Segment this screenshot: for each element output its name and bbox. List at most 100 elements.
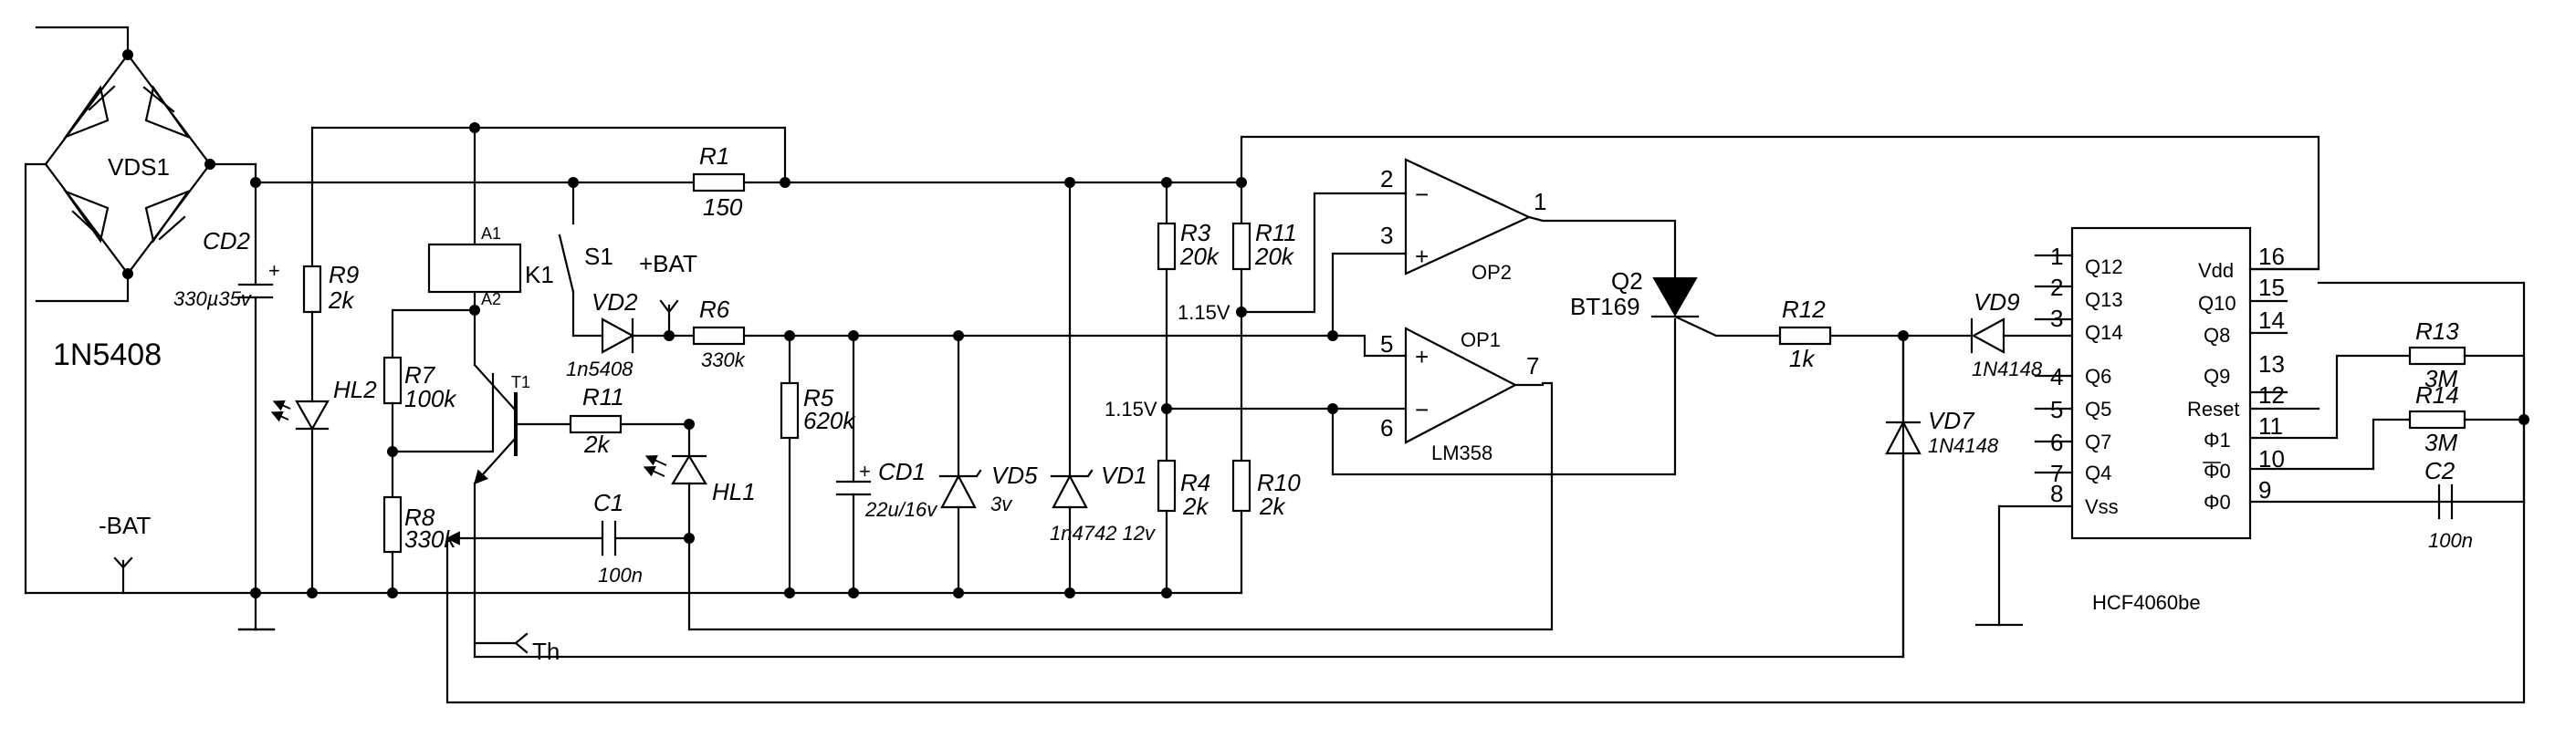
r4-value: 2k bbox=[1182, 493, 1209, 520]
r9-ref: R9 bbox=[329, 261, 359, 288]
vd7-ref: VD7 bbox=[1928, 407, 1975, 434]
ic-pin-name: Q12 bbox=[2085, 255, 2123, 278]
r12-value: 1k bbox=[1789, 345, 1816, 372]
op1-pin-out: 7 bbox=[1526, 352, 1539, 379]
resistor-r1 bbox=[692, 172, 791, 192]
ic-left-pins: 1 Q12 2 Q13 3 Q14 4 Q6 5 Q5 6 Q7 7 Q4 8 … bbox=[2050, 243, 2123, 518]
vd5-ref: VD5 bbox=[991, 462, 1038, 489]
r11-value: 20k bbox=[1254, 243, 1295, 270]
op2-minus: − bbox=[1415, 181, 1429, 208]
ic-right-pins: Vdd 16 Q10 15 Q8 14 Q9 13 Reset 12 Φ1 11… bbox=[2187, 243, 2285, 514]
resistor-r6 bbox=[692, 326, 1338, 346]
led-hl1 bbox=[643, 453, 707, 631]
r7-ref: R7 bbox=[404, 361, 436, 389]
cap-cd1 bbox=[835, 334, 872, 598]
diode-vd2 bbox=[571, 317, 696, 354]
r6-value: 330k bbox=[701, 348, 746, 371]
zener-vd1 bbox=[1050, 177, 1094, 598]
r13-ref: R13 bbox=[2415, 317, 2459, 345]
vref-top: 1.15V bbox=[1178, 301, 1230, 324]
ic-pin-name: Q14 bbox=[2085, 321, 2123, 344]
ic-pin-num: 8 bbox=[2050, 480, 2063, 507]
op1-plus: + bbox=[1415, 343, 1429, 370]
ic-pin-name: Q7 bbox=[2085, 431, 2111, 453]
ic-pin-num: 4 bbox=[2050, 363, 2063, 390]
ic-pin-name: Φ0 bbox=[2204, 460, 2231, 483]
diode-vd9 bbox=[1970, 317, 2074, 354]
r10-ref: R10 bbox=[1257, 469, 1301, 496]
r10-value: 2k bbox=[1259, 493, 1286, 520]
ic-pin-num: 9 bbox=[2258, 476, 2271, 504]
r11b-value: 2k bbox=[583, 431, 611, 458]
op2-plus: + bbox=[1415, 243, 1429, 270]
hl1-ref: HL1 bbox=[712, 478, 756, 505]
ic-part: HCF4060be bbox=[2092, 591, 2201, 614]
r14-ref: R14 bbox=[2415, 381, 2459, 409]
vref-bot: 1.15V bbox=[1105, 398, 1157, 421]
r3-ref: R3 bbox=[1180, 219, 1211, 246]
ic-pin-name: Q5 bbox=[2085, 398, 2111, 421]
op2-ref: OP2 bbox=[1471, 261, 1512, 284]
r11-ref: R11 bbox=[1255, 219, 1297, 246]
resistor-r12 bbox=[1778, 326, 1974, 346]
r12-ref: R12 bbox=[1782, 296, 1826, 323]
reset-return bbox=[445, 281, 2526, 704]
resistor-r11-base bbox=[569, 414, 695, 458]
r5-ref: R5 bbox=[803, 384, 834, 411]
vd2-part: 1n5408 bbox=[566, 358, 634, 380]
divider-r3-r4 bbox=[1157, 177, 1177, 598]
opamp-op1 bbox=[1165, 317, 1677, 476]
ic-pin-name: Φ1 bbox=[2204, 429, 2231, 452]
cd2-plus: + bbox=[268, 259, 280, 282]
vd5-value: 3v bbox=[990, 493, 1013, 515]
ic-pin-num: 5 bbox=[2050, 396, 2063, 423]
op1-pin-minus: 6 bbox=[1380, 414, 1393, 442]
relay-pin-a1: A1 bbox=[481, 224, 501, 243]
r1-ref: R1 bbox=[699, 142, 729, 170]
zener-vd5 bbox=[938, 334, 982, 598]
cd2-value: 330µ35v bbox=[173, 287, 253, 310]
bridge-ref: VDS1 bbox=[108, 153, 170, 181]
ic-pin-num: 13 bbox=[2258, 350, 2285, 378]
switch-s1 bbox=[558, 177, 579, 338]
transistor-t1 bbox=[473, 363, 572, 659]
ic-pin-num: 2 bbox=[2050, 274, 2063, 301]
diode-vd7 bbox=[1885, 334, 1922, 659]
c1-value: 100n bbox=[598, 564, 643, 587]
ic-pin-name: Q6 bbox=[2085, 365, 2111, 388]
ic-pin-num: 12 bbox=[2258, 381, 2285, 409]
cd1-plus: + bbox=[859, 460, 871, 483]
q2-part: BT169 bbox=[1570, 293, 1640, 320]
r8-ref: R8 bbox=[404, 504, 435, 531]
ic-pin-num: 10 bbox=[2258, 445, 2285, 473]
r9-value: 2k bbox=[328, 286, 355, 314]
r3-value: 20k bbox=[1179, 243, 1220, 270]
ic-pin-name: Q8 bbox=[2204, 324, 2230, 347]
relay-pin-a2: A2 bbox=[481, 290, 501, 308]
op1-out-return bbox=[687, 381, 1554, 631]
oscillator-network bbox=[2335, 346, 2529, 520]
vd7-part: 1N4148 bbox=[1928, 434, 1999, 457]
pos-bat-label: +BAT bbox=[639, 250, 697, 277]
divider-r7-r8 bbox=[382, 308, 495, 598]
c1-ref: C1 bbox=[593, 489, 623, 516]
op2-pin-out: 1 bbox=[1534, 188, 1546, 215]
relay-k1 bbox=[427, 122, 522, 367]
vd2-ref: VD2 bbox=[592, 288, 638, 316]
ic-pin-name: Q9 bbox=[2204, 365, 2230, 388]
ic-hcf4060 bbox=[1974, 226, 2526, 627]
th-terminal bbox=[473, 632, 529, 654]
ic-pin-num: 6 bbox=[2050, 429, 2063, 456]
op1-part: LM358 bbox=[1431, 442, 1492, 464]
q2-ref: Q2 bbox=[1611, 267, 1643, 295]
c2-ref: C2 bbox=[2424, 457, 2456, 484]
s1-ref: S1 bbox=[584, 243, 613, 270]
thyristor-q2 bbox=[1650, 277, 1782, 338]
ic-pin-name: Q4 bbox=[2085, 462, 2111, 484]
ic-pin-num: 14 bbox=[2258, 307, 2285, 334]
cap-c1 bbox=[445, 520, 691, 556]
ic-pin-num: 1 bbox=[2050, 243, 2063, 270]
op1-ref: OP1 bbox=[1461, 328, 1501, 351]
ic-pin-num: 7 bbox=[2050, 460, 2063, 487]
